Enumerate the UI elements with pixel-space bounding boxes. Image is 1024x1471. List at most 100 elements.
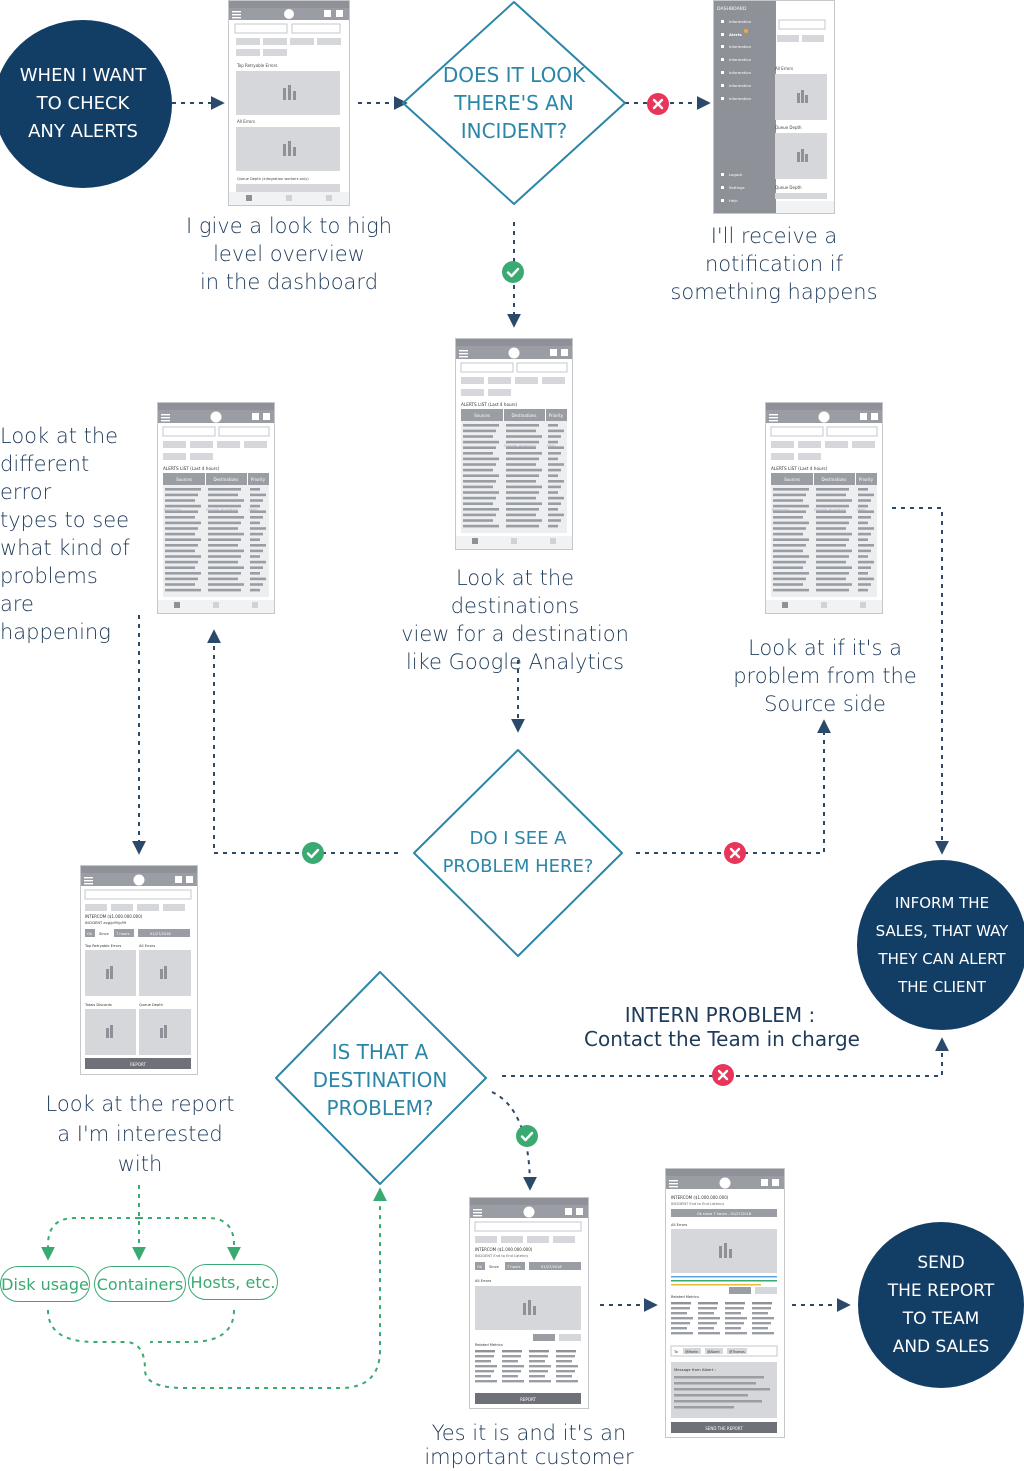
incident-subtitle: INCIDENT End to End Latency [475, 1254, 529, 1258]
label-related-metrics: Related Metrics [475, 1343, 503, 1347]
row-google: Google Analytics [814, 507, 846, 512]
row-high: High [857, 507, 866, 512]
incident-title: INTERCOM ($1.000.000.000) [671, 1195, 729, 1200]
col-priority: Priority [251, 477, 266, 482]
edge-pills-loop [47, 1187, 387, 1389]
ok-badge: Ok [87, 932, 93, 936]
menu-item-information: Information [729, 44, 752, 49]
label-queue-depth: Queue Depth [775, 185, 802, 190]
report-button[interactable]: REPORT [520, 1397, 536, 1402]
incident-title: INTERCOM ($1.000.000.000) [475, 1247, 533, 1252]
label-all-errors: All Errors [139, 944, 155, 948]
phone-incident-report: INTERCOM ($1.000.000.000) INCIDENT avg/p… [80, 865, 198, 1075]
check-icon [502, 261, 524, 283]
caption-report: Look at the report a I'm interested with [45, 1092, 235, 1176]
phone-notification-menu: DASHBOARD Information Alerts Information… [713, 0, 835, 214]
diamond-incident-label: DOES IT LOOK THERE'S AN INCIDENT? [442, 63, 586, 143]
diamond-destination-label: IS THAT A DESTINATION PROBLEM? [312, 1040, 448, 1120]
edge-to-hosts [139, 1217, 241, 1261]
report-button[interactable]: REPORT [130, 1062, 146, 1067]
edge-source-to-inform [892, 507, 949, 855]
col-destinations: Destinations [511, 413, 536, 418]
menu-item-information: Information [729, 57, 752, 62]
incident-title: INTERCOM ($1.000.000.000) [85, 914, 143, 919]
intern-problem-title: INTERN PROBLEM : [624, 1003, 816, 1027]
inform-sales-circle: INFORM THE SALES, THAT WAY THEY CAN ALER… [857, 860, 1024, 1030]
metric-rows [671, 1302, 774, 1335]
since-label: Since [489, 1265, 500, 1269]
edge-problem-yes [207, 629, 398, 854]
row-google: Google Analytics [206, 507, 238, 512]
menu-item-information: Information [729, 19, 752, 24]
phone-incident-detail: INTERCOM ($1.000.000.000) INCIDENT End t… [469, 1197, 589, 1409]
recipient-chip[interactable]: @Albert [707, 1350, 721, 1354]
label-related-metrics: Related Metrics [671, 1295, 699, 1299]
caption-error-types: Look at the different error types to see… [0, 424, 130, 644]
send-report-button[interactable]: SEND THE REPORT [705, 1426, 743, 1431]
col-sources: Sources [474, 413, 490, 418]
menu-item-alerts: Alerts [729, 32, 743, 37]
phone-send-report: INTERCOM ($1.000.000.000) INCIDENT End t… [665, 1168, 785, 1438]
col-priority: Priority [549, 413, 564, 418]
hours-badge: 7 hours [116, 932, 130, 936]
diamond-problem-here-label: DO I SEE A PROBLEM HERE? [442, 828, 594, 877]
pill-disk-usage: Disk usage [0, 1266, 90, 1302]
alerts-list-title: ALERTS LIST (Last 4 hours) [461, 402, 518, 407]
label-all-errors: All Errors [237, 119, 255, 124]
cross-icon [712, 1064, 734, 1086]
caption-source-side: Look at if it's a problem from the Sourc… [733, 636, 917, 716]
incident-subtitle: INCIDENT End to End Latency [671, 1202, 725, 1206]
label-all-errors: All Errors [671, 1223, 687, 1227]
diamond-problem-here [413, 749, 623, 957]
bar-chart-icon [283, 85, 296, 100]
row-intercom: Intercom [772, 507, 789, 512]
col-sources: Sources [784, 477, 800, 482]
caption-destinations-view: Look at the destinations view for a dest… [401, 566, 629, 674]
table-rows [165, 488, 266, 592]
edge-problem-no [636, 719, 831, 854]
cross-icon [647, 93, 669, 115]
table-rows [773, 488, 874, 592]
edge-destination-yes [491, 1091, 537, 1191]
table-rows [463, 424, 564, 528]
cross-icon [724, 842, 746, 864]
edge-destination-no [502, 1037, 949, 1077]
bar-chart-icon [283, 141, 296, 156]
menu-item-settings: Settings [729, 185, 745, 190]
caption-overview: I give a look to high level overview in … [185, 214, 393, 294]
label-top-retryable: Top Retryable Errors [236, 63, 277, 68]
search-input [234, 23, 288, 34]
caption-important-customer: Yes it is and it's an important customer [424, 1421, 634, 1469]
alerts-list-title: ALERTS LIST (Last 4 hours) [771, 466, 828, 471]
col-sources: Sources [176, 477, 192, 482]
row-high: High [547, 443, 556, 448]
edge-to-disk [41, 1217, 139, 1261]
check-icon [302, 842, 324, 864]
send-report-circle: SEND THE REPORT TO TEAM AND SALES [858, 1222, 1024, 1388]
date-picker: 01/27/2018 [541, 1265, 562, 1269]
diamond-destination [275, 971, 487, 1185]
caption-notification: I'll receive a notification if something… [670, 224, 878, 304]
label-queue-workers: Queue Depth (integration workers only) [237, 177, 309, 181]
label-all-errors: All Errors [775, 66, 793, 71]
col-priority: Priority [859, 477, 874, 482]
incident-subtitle: INCIDENT avg/p95/p99 [85, 921, 127, 925]
pill-hosts: Hosts, etc. [188, 1264, 278, 1300]
hours-badge: 7 hours [507, 1265, 521, 1269]
recipient-chip[interactable]: @Thomas [729, 1350, 745, 1354]
row-high: High [249, 507, 258, 512]
phone-alerts-destinations: ALERTS LIST (Last 4 hours) Sources Desti… [455, 338, 573, 550]
col-destinations: Destinations [213, 477, 238, 482]
diamond-incident [402, 1, 626, 205]
menu-item-information: Information [729, 70, 752, 75]
ok-badge: Ok [477, 1265, 483, 1269]
menu-item-information: Information [729, 96, 752, 101]
label-top-retryable: Top Retryable Errors [84, 944, 121, 948]
col-destinations: Destinations [821, 477, 846, 482]
since-label: Since [99, 932, 110, 936]
recipient-chip[interactable]: @Martin [685, 1350, 698, 1354]
menu-icon [232, 11, 241, 19]
menu-item-information: Information [729, 83, 752, 88]
